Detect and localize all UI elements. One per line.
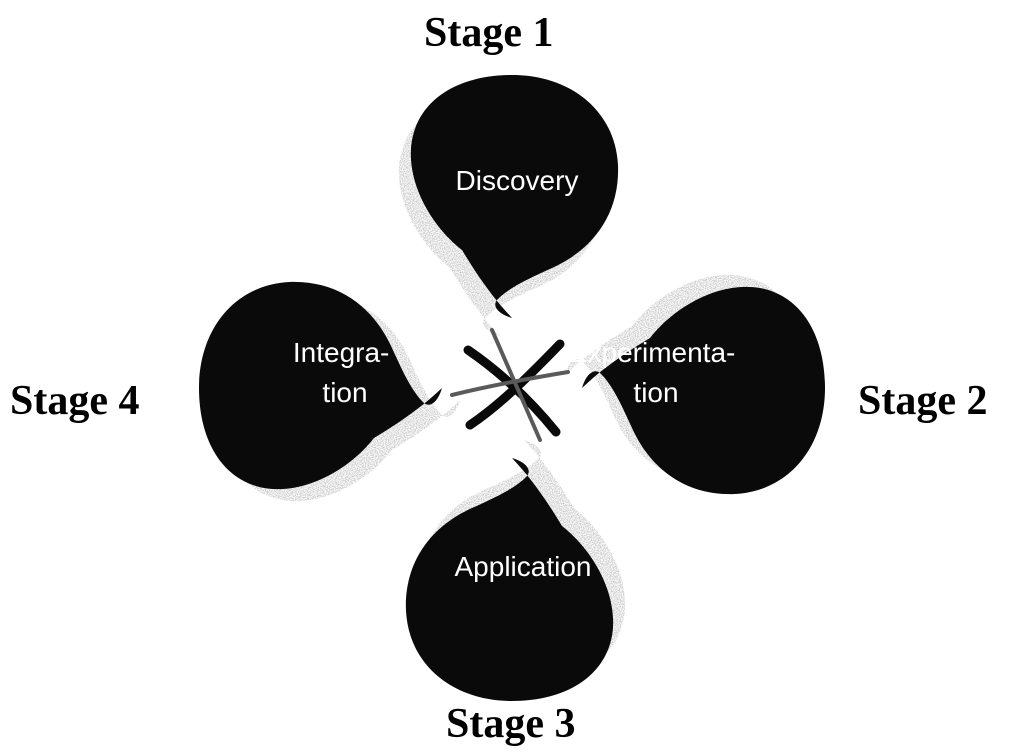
- petal-label-application: Application: [455, 551, 592, 582]
- center-knot: [452, 330, 568, 440]
- petal-discovery: [411, 75, 618, 318]
- petal-experimentation: [582, 287, 825, 494]
- petal-label-discovery: Discovery: [456, 165, 579, 196]
- petal-integration: [199, 282, 442, 489]
